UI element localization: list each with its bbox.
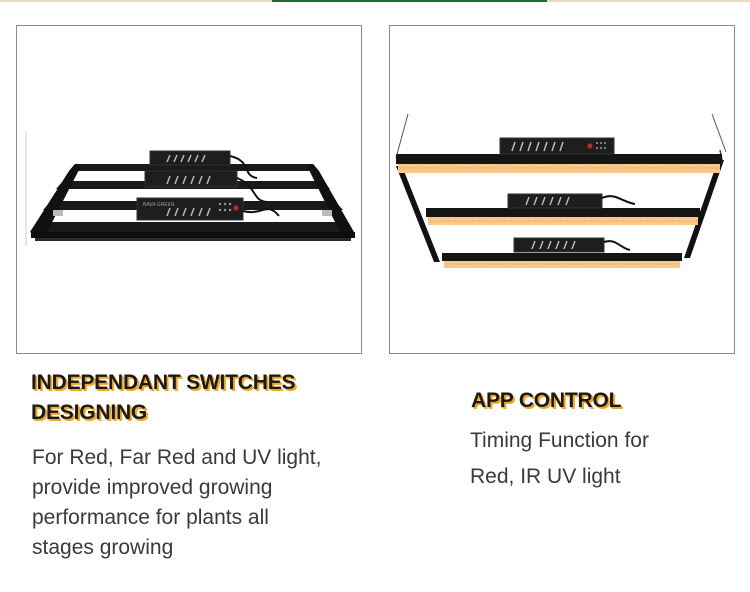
description-line: provide improved growing [32, 476, 273, 499]
description-line: For Red, Far Red and UV light, [32, 446, 322, 469]
brand-text: BAVA GREEN [143, 202, 175, 208]
top-accent-bar [0, 0, 750, 2]
app-control-heading: APP CONTROL [471, 389, 622, 412]
app-control-description: Timing Function for Red, IR UV light [470, 423, 649, 495]
description-line: Timing Function for [470, 429, 649, 452]
product-image-hanging-fixture [389, 25, 735, 354]
top-accent-green [272, 0, 547, 2]
heading-line-1: INDEPENDANT SWITCHES [31, 371, 296, 394]
flat-grow-light-illustration: BAVA GREEN [25, 131, 355, 246]
description-line: stages growing [32, 536, 174, 559]
product-image-flat-fixture: BAVA GREEN [16, 25, 362, 354]
hanging-grow-light-illustration [395, 113, 727, 268]
independant-switches-description: For Red, Far Red and UV light, provide i… [32, 443, 321, 563]
independant-switches-heading: INDEPENDANT SWITCHES DESIGNING [31, 368, 296, 428]
heading-line-2: DESIGNING [31, 401, 148, 424]
description-line: performance for plants all [32, 506, 269, 529]
description-line: Red, IR UV light [470, 465, 621, 488]
